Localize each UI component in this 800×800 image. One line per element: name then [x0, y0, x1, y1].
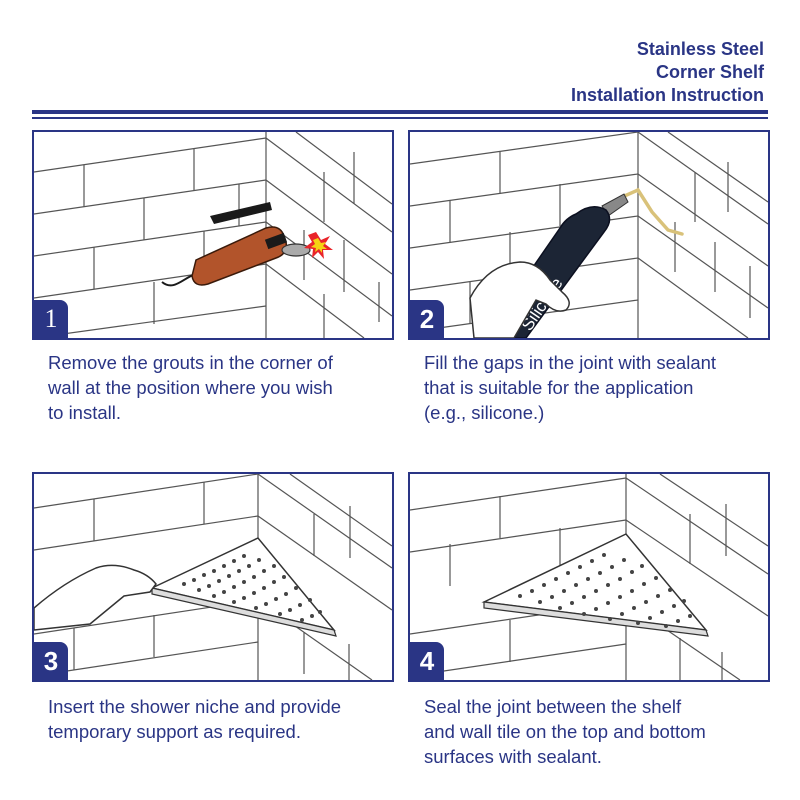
step-1-illustration: 1	[32, 130, 394, 340]
spark-icon	[304, 232, 333, 259]
step-3-illustration: 3	[32, 472, 394, 682]
header-rule-thick	[32, 110, 768, 114]
step-4-illustration: 4	[408, 472, 770, 682]
step-3-caption: Insert the shower niche and provide temp…	[48, 696, 342, 742]
title-line-3: Installation Instruction	[570, 85, 764, 105]
title-line-2: Corner Shelf	[655, 62, 764, 82]
hand-icon	[469, 261, 570, 338]
header-rule-thin	[32, 117, 768, 119]
step-2-illustration: Silicone 2	[408, 130, 770, 340]
silicone-bead	[618, 187, 684, 236]
tile-wall-corner-scene	[34, 132, 392, 338]
oscillating-tool-icon	[161, 202, 311, 287]
drain-holes	[182, 554, 322, 622]
corner-shelf-icon	[481, 533, 709, 637]
step-1-caption: Remove the grouts in the corner of wall …	[48, 352, 333, 423]
step-2-caption: Fill the gaps in the joint with sealant …	[424, 352, 717, 423]
step-number-badge: 1	[34, 300, 68, 338]
document-title: Stainless Steel Corner Shelf Installatio…	[571, 38, 764, 107]
corner-shelf-icon	[149, 537, 337, 637]
step-number-badge: 3	[34, 642, 68, 680]
tile-wall-corner-scene: Silicone	[410, 132, 768, 338]
step-number-badge: 4	[410, 642, 444, 680]
hand-icon	[34, 564, 157, 631]
tile-wall-corner-scene	[34, 474, 392, 680]
title-line-1: Stainless Steel	[636, 39, 764, 59]
step-number-badge: 2	[410, 300, 444, 338]
drain-holes	[518, 553, 692, 628]
tile-wall-corner-scene	[410, 474, 768, 680]
step-4-caption: Seal the joint between the shelf and wal…	[424, 696, 706, 767]
